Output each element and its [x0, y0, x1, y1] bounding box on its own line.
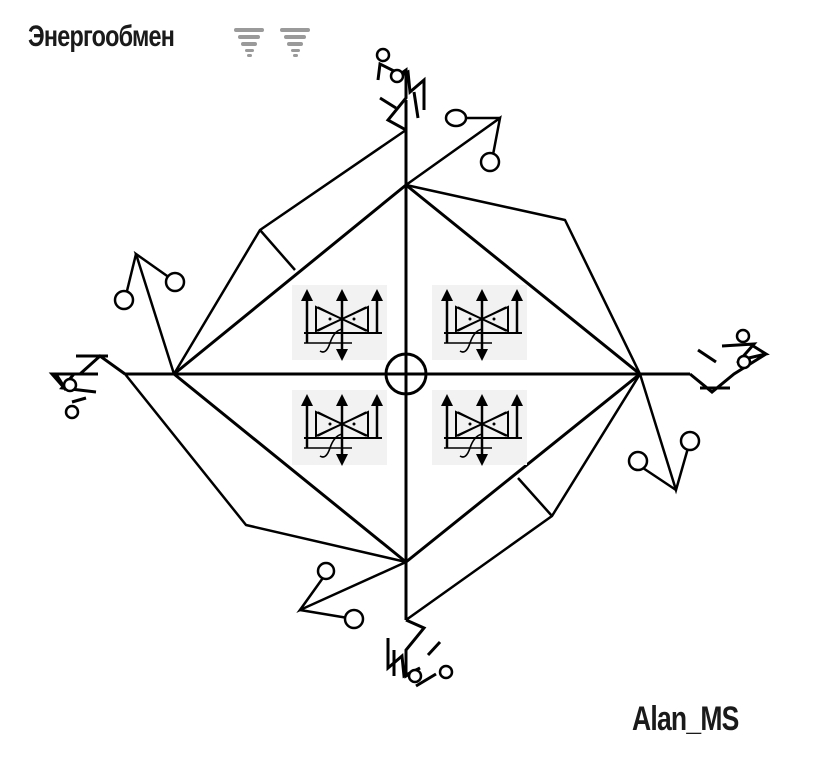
- main-structure: [125, 100, 690, 620]
- pinwheel-arms: [124, 128, 642, 622]
- rune-ends: [48, 47, 770, 688]
- rune-end-bottom: [386, 618, 454, 688]
- tornado-icon: [280, 28, 310, 57]
- author-signature: Alan_MS: [632, 700, 739, 738]
- arm-right: [405, 183, 642, 375]
- rune-cell-bottom-right: [430, 388, 529, 468]
- tornado-icon: [234, 28, 264, 57]
- rune-end-left: [48, 354, 126, 420]
- page-title: Энергообмен: [28, 20, 175, 53]
- arm-left: [124, 373, 407, 564]
- antenna-glyphs: [113, 108, 701, 630]
- rune-end-top: [375, 47, 426, 132]
- rune-cell-top-left: [290, 283, 389, 363]
- center-circle: [384, 352, 428, 396]
- rune-cell-top-right: [430, 283, 529, 363]
- rune-end-right: [689, 328, 770, 394]
- title-decor: [234, 28, 310, 57]
- rune-cell-bottom-left: [290, 388, 389, 468]
